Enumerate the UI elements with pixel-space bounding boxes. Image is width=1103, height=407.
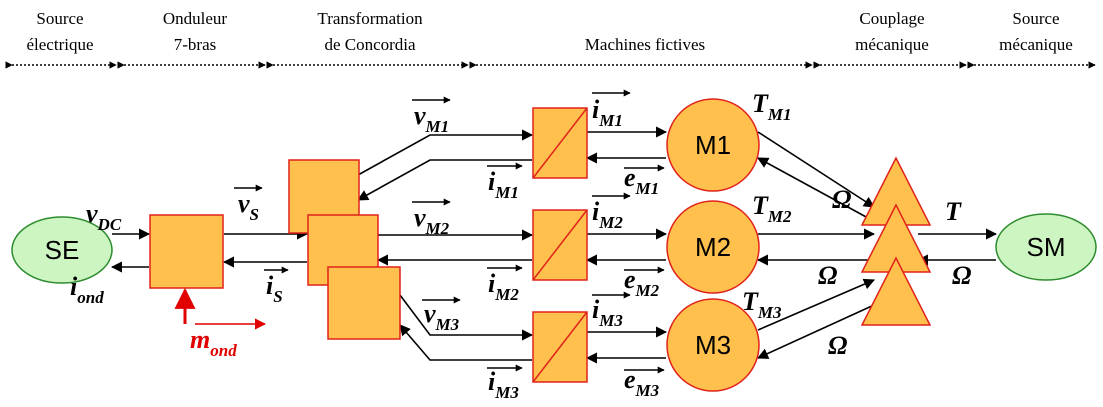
- signal-t: T: [945, 197, 962, 226]
- signal-im1-return: iM1: [488, 167, 519, 202]
- header-source-mecanique-line1: Source: [1012, 9, 1059, 28]
- signal-em1: eM1: [624, 163, 659, 198]
- header-source-electrique-line1: Source: [36, 9, 83, 28]
- machine-m3: M3: [666, 298, 760, 392]
- header-source-electrique-line2: électrique: [26, 35, 93, 54]
- control-input: [174, 287, 267, 330]
- signal-im1-forward: iM1: [592, 95, 623, 130]
- conversion-block-m3: [532, 311, 588, 383]
- header-machines-fictives: Machines fictives: [585, 35, 705, 54]
- header-onduleur-line2: 7-bras: [174, 35, 216, 54]
- signal-tm3: TM3: [742, 287, 782, 322]
- signal-omega-m2: Ω: [818, 261, 837, 290]
- signal-im2-forward: iM2: [592, 197, 623, 232]
- signal-im3-return: iM3: [488, 367, 519, 402]
- signal-omega-sm: Ω: [952, 261, 971, 290]
- signal-labels: vDC iond mond vS iS vM1 vM2 vM3 iM1 iM1 …: [70, 89, 971, 402]
- signal-em3: eM3: [624, 365, 660, 400]
- signal-tm2: TM2: [752, 191, 792, 226]
- source-electrique: SE: [11, 216, 113, 284]
- signal-im2-return: iM2: [488, 269, 519, 304]
- machine-m3-label: M3: [695, 330, 731, 360]
- signal-vdc: vDC: [86, 199, 122, 234]
- mechanical-coupling: [860, 156, 932, 326]
- signal-tm1: TM1: [752, 89, 792, 124]
- signal-mond: mond: [190, 325, 237, 360]
- header-couplage-line1: Couplage: [859, 9, 924, 28]
- header-onduleur-line1: Onduleur: [163, 9, 228, 28]
- header-couplage-line2: mécanique: [855, 35, 929, 54]
- header-concordia-line2: de Concordia: [324, 35, 416, 54]
- signal-is: iS: [266, 271, 283, 306]
- signal-omega-m1: Ω: [832, 185, 851, 214]
- vector-overbars: [234, 89, 665, 374]
- signal-omega-m3: Ω: [828, 331, 847, 360]
- concordia-transformation-blocks: [288, 159, 401, 340]
- connections: [110, 126, 998, 364]
- source-mecanique-label: SM: [1027, 232, 1066, 262]
- source-mecanique: SM: [995, 213, 1097, 281]
- signal-im3-forward: iM3: [592, 295, 623, 330]
- coupling-triangle-3: [860, 256, 932, 326]
- section-headers: Source électrique Onduleur 7-bras Transf…: [26, 9, 1072, 54]
- machine-m1: M1: [666, 98, 760, 192]
- signal-vm3: vM3: [424, 299, 460, 334]
- header-source-mecanique-line2: mécanique: [999, 35, 1073, 54]
- conversion-block-m1: [532, 107, 588, 179]
- signal-iond: iond: [70, 272, 104, 307]
- onduleur-block: [149, 214, 224, 289]
- conversion-blocks: [532, 107, 588, 383]
- signal-vm1: vM1: [414, 101, 449, 136]
- signal-em2: eM2: [624, 265, 660, 300]
- header-concordia-line1: Transformation: [317, 9, 423, 28]
- concordia-block-3: [327, 266, 401, 340]
- machine-m2: M2: [666, 200, 760, 294]
- conversion-block-m2: [532, 209, 588, 281]
- signal-vm2: vM2: [414, 203, 450, 238]
- machine-m2-label: M2: [695, 232, 731, 262]
- signal-vs: vS: [238, 189, 259, 224]
- machine-m1-label: M1: [695, 130, 731, 160]
- source-electrique-label: SE: [45, 235, 80, 265]
